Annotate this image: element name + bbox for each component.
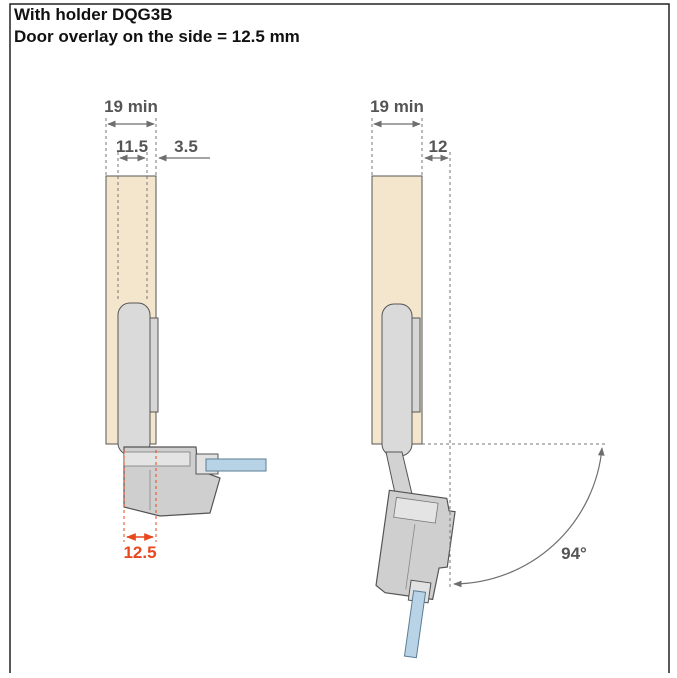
diagram-subtitle: Door overlay on the side = 12.5 mm (14, 27, 300, 46)
right-hinge-arm (381, 303, 413, 457)
right-dim-19min: 19 min (370, 97, 424, 116)
right-mounting-plate (411, 317, 421, 413)
left-dim-overlay: 12.5 (123, 543, 156, 562)
right-dim-12: 12 (429, 137, 448, 156)
right-glass-door (403, 590, 427, 659)
left-glass-door (205, 458, 267, 472)
left-dim-11-5: 11.5 (116, 137, 148, 156)
diagram-title: With holder DQG3B (14, 5, 173, 24)
right-view: 19 min 12 94° (370, 97, 606, 659)
right-glass-holder (375, 489, 456, 659)
left-dim-19min: 19 min (104, 97, 158, 116)
frame-border (9, 3, 670, 673)
left-mounting-plate (149, 317, 159, 413)
left-hinge-arm (117, 302, 151, 456)
opening-angle-arc (453, 447, 605, 588)
left-dim-3-5: 3.5 (174, 137, 198, 156)
opening-angle-label: 94° (561, 544, 587, 563)
left-view: 19 min 11.5 3.5 12.5 (104, 97, 267, 562)
